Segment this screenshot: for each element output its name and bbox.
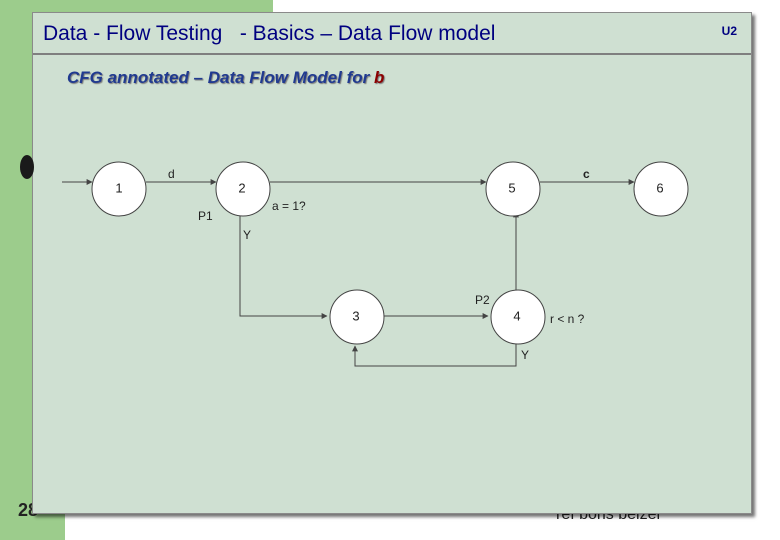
label-yes2: Y <box>521 348 529 362</box>
node-5: 5 <box>485 161 541 217</box>
svg-text:6: 6 <box>656 181 663 196</box>
edge-2-3 <box>239 210 328 319</box>
svg-text:3: 3 <box>352 309 359 324</box>
label-cond2: r < n ? <box>550 312 585 326</box>
node-6: 6 <box>633 161 689 217</box>
label-p2: P2 <box>475 293 490 307</box>
svg-text:1: 1 <box>115 181 122 196</box>
slide-subtitle: CFG annotated – Data Flow Model for b <box>67 68 384 88</box>
node-2: 2 <box>215 161 271 217</box>
label-yes1: Y <box>243 228 251 242</box>
svg-text:5: 5 <box>508 181 515 196</box>
header-strip <box>33 13 751 53</box>
label-cond1: a = 1? <box>272 199 306 213</box>
edge-4-3-loop <box>352 344 517 367</box>
node-4: 4 <box>490 289 546 345</box>
slide-title: Data - Flow Testing - Basics – Data Flow… <box>43 22 496 45</box>
svg-text:4: 4 <box>513 309 520 324</box>
label-p1: P1 <box>198 209 213 223</box>
svg-text:2: 2 <box>238 181 245 196</box>
label-use: c <box>583 167 590 181</box>
label-def: d <box>168 167 175 181</box>
bullet-dot <box>20 155 34 179</box>
node-3: 3 <box>329 289 385 345</box>
slide-frame: Data - Flow Testing - Basics – Data Flow… <box>32 12 752 514</box>
subtitle-variable: b <box>373 68 385 87</box>
node-1: 1 <box>91 161 147 217</box>
header-divider <box>33 53 751 55</box>
subtitle-prefix: CFG annotated – Data Flow Model for <box>67 68 374 87</box>
slide-code: U2 <box>721 24 737 38</box>
